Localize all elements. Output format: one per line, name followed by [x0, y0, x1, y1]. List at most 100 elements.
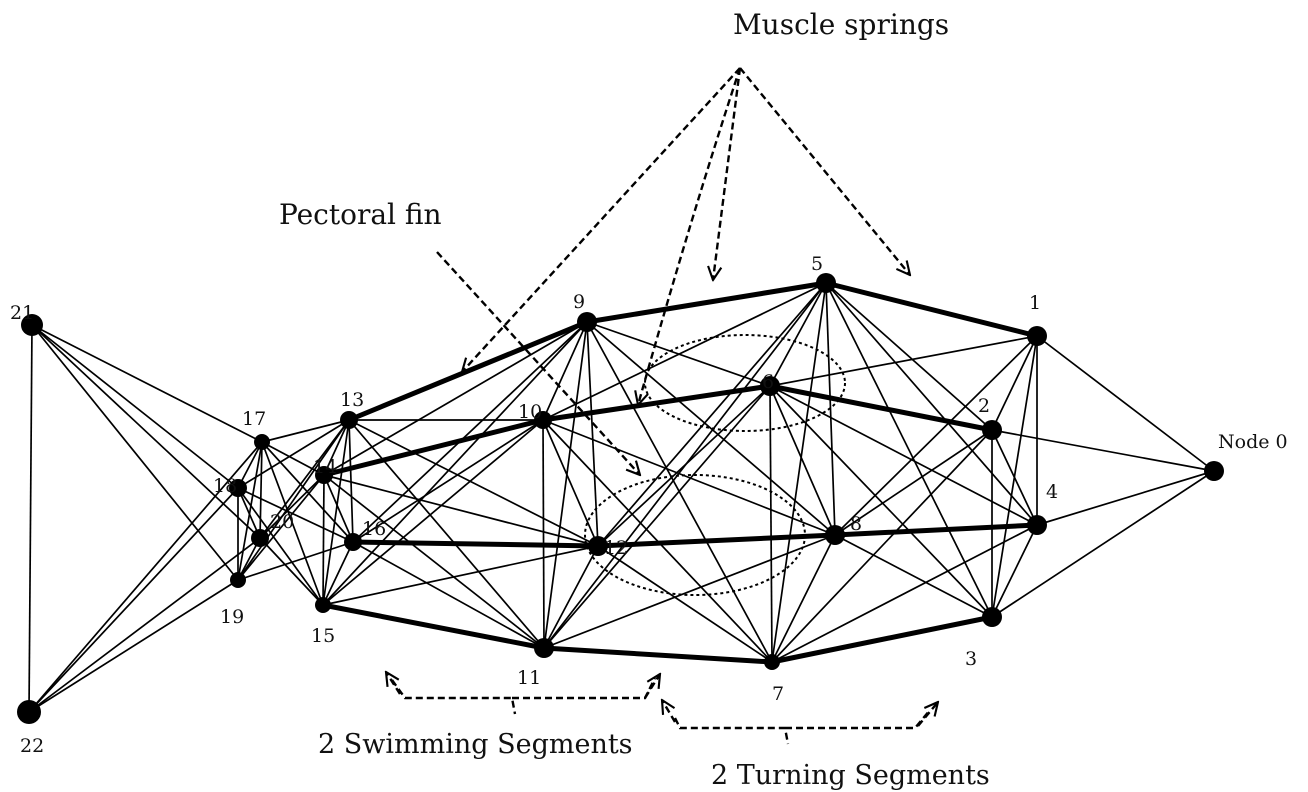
node-13 — [340, 411, 358, 429]
spring-15-20 — [260, 538, 323, 605]
spring-18-21 — [32, 325, 238, 488]
pectoral-fin-label: Pectoral fin — [279, 198, 442, 231]
node-7 — [764, 654, 780, 670]
turning-bracket — [675, 710, 930, 744]
spring-17-19 — [238, 442, 262, 580]
node-22 — [17, 700, 41, 724]
spring-12-15 — [323, 546, 598, 605]
spring-11-14 — [324, 475, 544, 648]
node-label-20: 20 — [270, 511, 294, 533]
spring-3-6 — [770, 386, 992, 617]
node-label-11: 11 — [517, 667, 541, 689]
muscle-spring-5-1 — [826, 283, 1037, 336]
node-label-21: 21 — [10, 302, 34, 324]
node-4 — [1027, 515, 1047, 535]
spring-10-11 — [543, 420, 544, 648]
lower-fin-loop — [585, 475, 805, 595]
turning-segments-label: 2 Turning Segments — [711, 760, 990, 791]
spring-8-9 — [587, 322, 835, 535]
node-label-19: 19 — [220, 606, 244, 628]
spring-1-6 — [770, 336, 1037, 386]
node-2 — [982, 420, 1002, 440]
node-label-0: Node 0 — [1218, 431, 1288, 453]
muscle-spring-9-5 — [587, 283, 826, 322]
node-5 — [816, 273, 836, 293]
spring-20-21 — [32, 325, 260, 538]
node-labels-layer: Node 01234567891011121314151617181920212… — [10, 253, 1288, 757]
node-dots-layer — [17, 273, 1224, 724]
node-8 — [825, 525, 845, 545]
spring-9-16 — [353, 322, 587, 542]
spring-3-5 — [826, 283, 992, 617]
muscle-spring-11-7 — [544, 648, 772, 662]
spring-6-7 — [770, 386, 772, 662]
spring-4-7 — [772, 525, 1037, 662]
node-20 — [251, 529, 269, 547]
node-label-6: 6 — [762, 371, 774, 393]
spring-11-12 — [544, 546, 598, 648]
springs-layer — [29, 283, 1214, 712]
node-label-17: 17 — [242, 408, 266, 430]
node-label-16: 16 — [362, 518, 386, 540]
node-label-3: 3 — [965, 648, 977, 670]
spring-8-10 — [543, 420, 835, 535]
node-label-5: 5 — [811, 253, 823, 275]
spring-7-9 — [587, 322, 772, 662]
spring-21-22 — [29, 325, 32, 712]
node-label-10: 10 — [518, 401, 542, 423]
node-9 — [577, 312, 597, 332]
node-label-13: 13 — [340, 389, 364, 411]
spring-5-6 — [770, 283, 826, 386]
node-19 — [230, 572, 246, 588]
spring-2-4 — [992, 430, 1037, 525]
spring-7-12 — [598, 546, 772, 662]
node-label-9: 9 — [573, 291, 585, 313]
spring-0-2 — [992, 430, 1214, 471]
spring-14-16 — [324, 475, 353, 542]
muscle-springs-label: Muscle springs — [733, 8, 949, 41]
spring-5-7 — [772, 283, 826, 662]
node-16 — [344, 533, 362, 551]
node-label-1: 1 — [1029, 292, 1041, 314]
node-label-8: 8 — [850, 513, 862, 535]
swimming-right-tip — [645, 674, 660, 698]
muscle-spring-15-11 — [323, 605, 544, 648]
upper-fin-loop — [645, 335, 845, 431]
node-1 — [1027, 326, 1047, 346]
muscle-arrow-3 — [713, 68, 740, 280]
muscle-spring-13-9 — [349, 322, 587, 420]
node-17 — [254, 434, 270, 450]
node-3 — [982, 607, 1002, 627]
muscle-spring-12-8 — [598, 535, 835, 546]
turning-left-tip — [662, 700, 675, 722]
node-15 — [315, 597, 331, 613]
node-label-2: 2 — [978, 395, 990, 417]
spring-0-3 — [992, 471, 1214, 617]
muscle-arrow-4 — [740, 68, 910, 275]
node-label-22: 22 — [20, 735, 44, 757]
node-label-4: 4 — [1046, 481, 1058, 503]
muscle-spring-7-3 — [772, 617, 992, 662]
muscle-spring-16-12 — [353, 542, 598, 546]
spring-3-8 — [835, 535, 992, 617]
swimming-segments-label: 2 Swimming Segments — [318, 729, 633, 760]
node-label-12: 12 — [604, 537, 628, 559]
spring-4-6 — [770, 386, 1037, 525]
node-label-18: 18 — [213, 475, 237, 497]
spring-17-21 — [32, 325, 262, 442]
turning-right-tip — [918, 702, 938, 726]
node-11 — [534, 638, 554, 658]
spring-19-21 — [32, 325, 238, 580]
spring-6-9 — [587, 322, 770, 386]
spring-14-15 — [323, 475, 324, 605]
node-label-14: 14 — [313, 456, 337, 478]
swimming-left-tip — [386, 672, 400, 694]
node-label-7: 7 — [772, 683, 784, 705]
muscle-arrow-2 — [638, 68, 740, 405]
spring-11-16 — [353, 542, 544, 648]
node-label-15: 15 — [311, 625, 335, 647]
node-0 — [1204, 461, 1224, 481]
spring-0-1 — [1037, 336, 1214, 471]
spring-6-11 — [544, 386, 770, 648]
